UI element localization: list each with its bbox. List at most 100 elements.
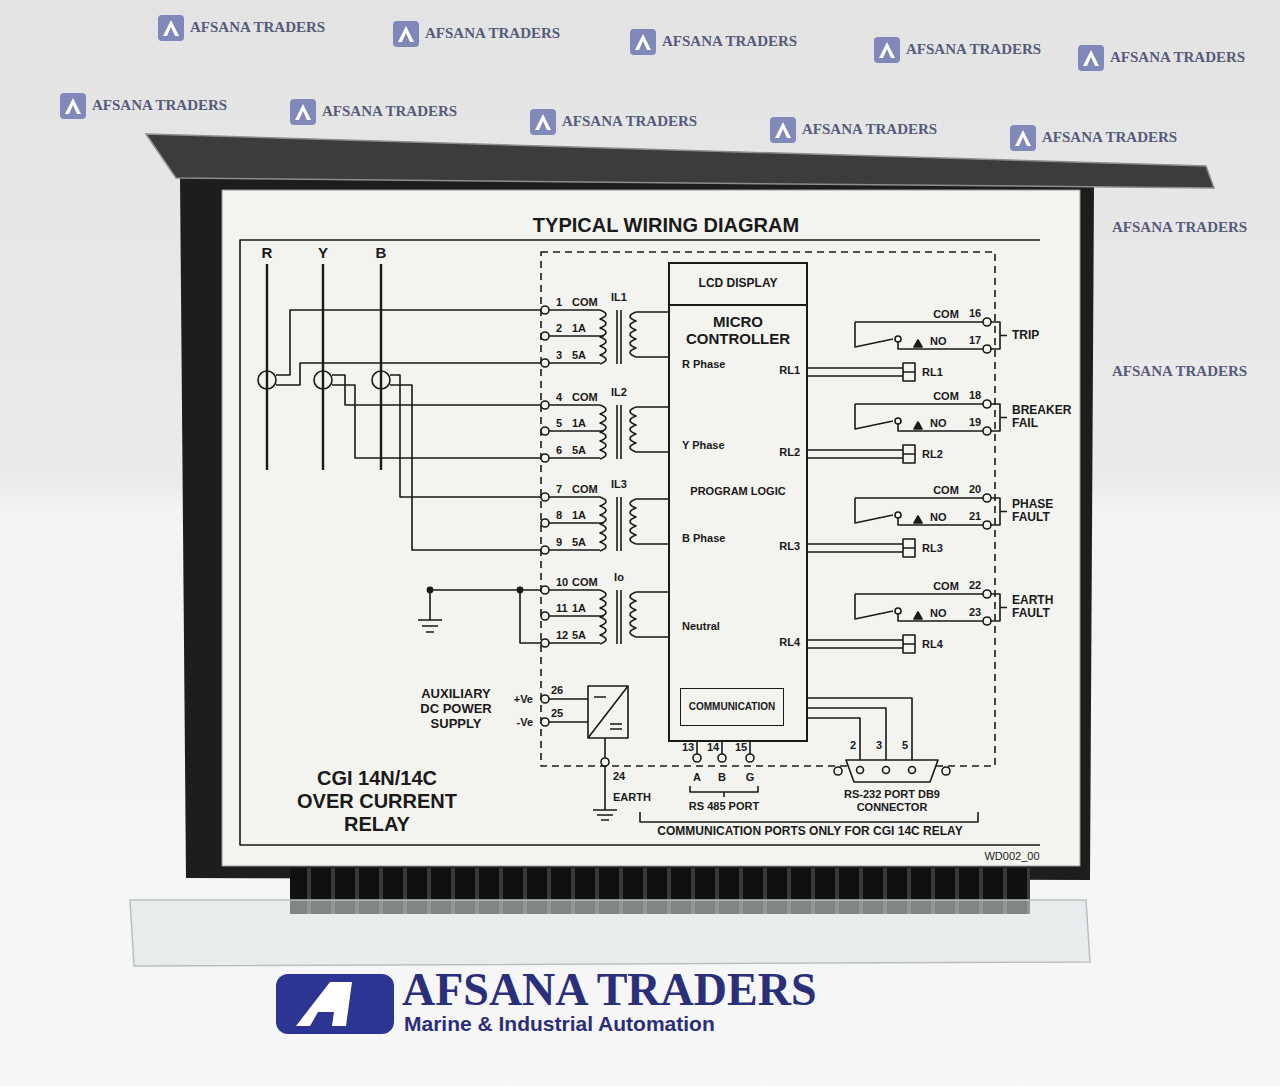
output-name: PHASE FAULT [1012, 498, 1078, 526]
watermark: AFSANA TRADERS [802, 121, 937, 138]
earth-label: EARTH [613, 791, 651, 804]
signal-name: B [718, 771, 726, 784]
relay-coil [903, 363, 915, 381]
relay-name: RL4 [922, 638, 943, 651]
logo-icon [276, 974, 394, 1034]
watermark: AFSANA TRADERS [662, 33, 797, 50]
phase-label: B [376, 244, 387, 261]
terminal [983, 617, 991, 625]
terminal-number: 8 [556, 509, 562, 522]
watermark-icons [60, 15, 1104, 151]
db9-screw [942, 767, 950, 775]
terminal-number: 9 [556, 536, 562, 549]
relay-coil [903, 635, 915, 653]
logo-icon [60, 93, 86, 119]
terminal [983, 494, 991, 502]
contact-wire [808, 404, 1007, 458]
terminal-number: 11 [556, 602, 568, 615]
terminal-name: 5A [572, 536, 586, 549]
terminal [983, 400, 991, 408]
contact-name: NO [930, 511, 947, 524]
contact [895, 418, 901, 424]
terminal [541, 639, 549, 647]
relay-output-name: RL1 [779, 364, 800, 377]
watermark: AFSANA TRADERS [92, 97, 227, 114]
relay-case [180, 176, 1094, 880]
note: COMMUNICATION PORTS ONLY FOR CGI 14C REL… [657, 825, 962, 839]
contact-name: COM [933, 580, 959, 593]
terminal [983, 345, 991, 353]
relay-name: RL2 [922, 448, 943, 461]
terminal-number: 2 [556, 322, 562, 335]
display-title: LCD DISPLAY [699, 277, 778, 291]
output-name: TRIP [1012, 329, 1078, 343]
relay-output [808, 318, 1007, 381]
terminal [541, 695, 549, 703]
phase-bus [267, 264, 381, 470]
db9-pin [857, 767, 864, 774]
terminal [541, 359, 549, 367]
phase-input: R Phase [682, 358, 725, 371]
terminal-number: 17 [969, 334, 981, 347]
contact-name: COM [933, 484, 959, 497]
relay-name: RL3 [922, 542, 943, 555]
contact-name: NO [930, 335, 947, 348]
relay-output [808, 400, 1007, 463]
port-label: RS-232 PORT DB9 CONNECTOR [842, 788, 942, 813]
transformer-coil [600, 590, 668, 644]
junction-dot [427, 587, 432, 592]
company-name: AFSANA TRADERS [402, 964, 817, 1017]
relay-output-name: RL3 [779, 540, 800, 553]
contact-name: NO [930, 607, 947, 620]
watermark: AFSANA TRADERS [1042, 129, 1177, 146]
terminal-number: 25 [551, 707, 563, 720]
watermark: AFSANA TRADERS [1112, 363, 1247, 380]
polarity-label: -Ve [516, 716, 533, 729]
terminal-number: 15 [735, 741, 747, 754]
phase-input: Y Phase [682, 439, 725, 452]
earth-symbol [593, 810, 617, 820]
company-tagline: Marine & Industrial Automation [404, 1012, 715, 1036]
actuator-arrow [914, 340, 922, 347]
watermark: AFSANA TRADERS [425, 25, 560, 42]
logo-icon [158, 15, 184, 41]
transformer-name: IL2 [611, 386, 627, 399]
terminal [718, 754, 726, 762]
terminal-name: COM [572, 576, 598, 589]
terminal-number: 18 [969, 389, 981, 402]
contact-wire [808, 498, 1007, 552]
watermark: AFSANA TRADERS [562, 113, 697, 130]
actuator-arrow [914, 422, 922, 429]
terminal [541, 454, 549, 462]
contact-wire [808, 594, 1007, 648]
logo-mark [296, 982, 352, 1026]
communication-box: COMMUNICATION [680, 688, 784, 726]
phase-label: Y [318, 244, 328, 261]
watermark: AFSANA TRADERS [1112, 219, 1247, 236]
transformer-name: IL3 [611, 478, 627, 491]
terminal-number: 22 [969, 579, 981, 592]
relay-coil [903, 539, 915, 557]
terminal-name: COM [572, 296, 598, 309]
terminal-name: 5A [572, 629, 586, 642]
contact-name: NO [930, 417, 947, 430]
terminal [541, 401, 549, 409]
output-name: EARTH FAULT [1012, 594, 1078, 622]
terminal [983, 521, 991, 529]
junction-dot [517, 587, 522, 592]
terminal-name: 1A [572, 509, 586, 522]
current-transformer [258, 371, 276, 389]
terminal [541, 519, 549, 527]
transformer-name: IL1 [611, 291, 627, 304]
bracket [690, 786, 758, 797]
logo-icon [1078, 45, 1104, 71]
terminal [541, 612, 549, 620]
terminal-name: 1A [572, 322, 586, 335]
watermark: AFSANA TRADERS [190, 19, 325, 36]
terminal-number: 1 [556, 296, 562, 309]
contact-wire [808, 322, 1007, 376]
supply-label: AUXILIARY DC POWER SUPPLY [415, 687, 497, 732]
